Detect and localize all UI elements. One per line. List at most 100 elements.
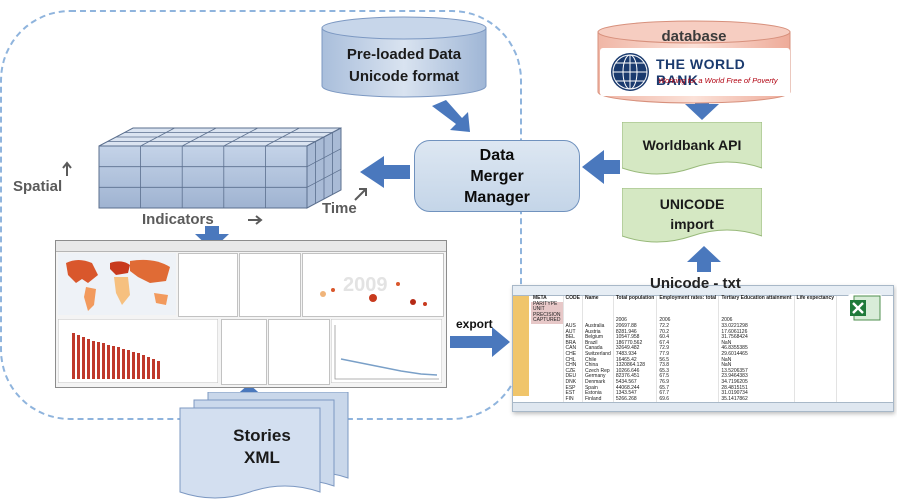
sheet-cell: [794, 318, 838, 324]
sheet-cell: 10266.646: [613, 368, 658, 375]
screenshot-toolbar: [56, 241, 446, 252]
sheet-cell: Denmark: [582, 379, 614, 386]
sheet-cell: [794, 312, 838, 319]
sheet-cell: Czech Rep: [582, 368, 614, 375]
sheet-cell: 33.0221298: [718, 323, 795, 330]
sheet-cell: Tertiary Education attainment: [718, 295, 795, 302]
sheet-cell: UNIT: [531, 307, 564, 313]
data-merger-manager: Data Merger Manager: [414, 140, 580, 212]
sheet-cell: 67.7: [656, 390, 720, 397]
sheet-cell: 5434.567: [613, 379, 658, 386]
sheet-cell: [531, 335, 564, 341]
sheet-cell: [531, 340, 564, 347]
time-arrow: [354, 188, 367, 201]
sheet-cell: 69.6: [656, 396, 720, 403]
sheet-cell: [794, 329, 838, 336]
unicode-import-label: UNICODE import: [659, 196, 725, 232]
sheet-cell: [794, 351, 838, 358]
sheet-cell: Canada: [582, 346, 614, 352]
country-list: [239, 253, 301, 317]
sheet-cell: CZE: [563, 368, 583, 375]
sheet-cell: Life expectancy: [794, 295, 838, 302]
preloaded-data-store: Pre-loaded Data Unicode format: [320, 16, 488, 98]
sheet-cell: FIN: [563, 396, 583, 403]
sheet-cell: 35.1417862: [718, 396, 795, 403]
data-cube: [98, 127, 342, 209]
sheet-cell: [563, 307, 583, 313]
time-label: Time: [322, 200, 357, 217]
stories-label: Stories XML: [233, 426, 291, 467]
sheet-cell: China: [582, 363, 614, 369]
sheet-cell: Employment rates: total: [656, 295, 720, 302]
sheet-cell: 10547.958: [613, 335, 658, 341]
worldbank-api-label: Worldbank API: [642, 137, 742, 153]
sheet-cell: NaN: [718, 357, 795, 364]
sheet-cell: 28.4815151: [718, 385, 795, 392]
worldbank-api-doc: Worldbank API: [622, 122, 762, 178]
sheet-cell: 67.5: [656, 374, 720, 380]
sheet-cell: [531, 357, 564, 364]
detail-list: [268, 319, 330, 385]
sheet-cell: [794, 301, 838, 308]
sheet-cell: 46.8355385: [718, 346, 795, 352]
bar-series: [72, 333, 160, 379]
sheet-cell: [531, 385, 564, 392]
sheet-cell: [563, 312, 583, 319]
arrow-api-to-merger: [582, 150, 620, 184]
stories-docs: [179, 392, 349, 499]
sheet-cell: [656, 307, 720, 313]
sheet-cell: 1343.547: [613, 390, 658, 397]
sheet-cell: 31.0190734: [718, 390, 795, 397]
sheet-cell: AUT: [563, 329, 583, 336]
sheet-cell: PRECISION: [531, 312, 564, 319]
spatial-arrow-up: [62, 161, 72, 176]
sheet-cell: [794, 396, 838, 403]
sheet-cell: Estonia: [582, 390, 614, 397]
sheet-cell: [794, 374, 838, 380]
export-label: export: [456, 317, 493, 331]
sheet-cell: [531, 391, 564, 397]
sheet-cell: [613, 312, 658, 319]
legend-list: [221, 319, 267, 385]
sheet-cell: 34.7196205: [718, 379, 795, 386]
sheet-cell: 76.9: [656, 379, 720, 386]
sheet-cell: Chile: [582, 357, 614, 364]
arrow-txt-to-import: [687, 246, 721, 272]
sheet-cell: [531, 379, 564, 386]
sheet-cell: [531, 363, 564, 369]
preloaded-line2: Unicode format: [348, 68, 459, 85]
sheet-cell: 20697.88: [613, 323, 658, 330]
database-label: database: [661, 28, 727, 45]
sheet-cell: [531, 351, 564, 358]
sheet-cell: 65.3: [656, 368, 720, 375]
sheet-row: UNIT: [531, 307, 838, 313]
sheet-cell: META: [531, 295, 564, 302]
sheet-cell: AUS: [563, 323, 583, 330]
worldbank-logo: THE WORLD BANK Working for a World Free …: [600, 48, 790, 96]
sheet-cell: [531, 346, 564, 352]
sheet-cell: [563, 301, 583, 308]
sheet-cell: 2006: [718, 318, 795, 324]
sheet-cell: 16465.42: [613, 357, 658, 364]
sheet-cell: Brazil: [582, 340, 614, 347]
sheet-cell: Finland: [582, 396, 614, 403]
sheet-cell: BEL: [563, 335, 583, 341]
sheet-cell: 31.7568424: [718, 335, 795, 341]
sheet-cell: Total population: [613, 295, 658, 302]
sheet-cell: Spain: [582, 385, 614, 392]
sheet-row: PARITYPE: [531, 301, 838, 308]
sheet-cell: 7483.934: [613, 351, 658, 358]
globe-icon: [611, 53, 649, 91]
sheet-cell: 67.4: [656, 340, 720, 347]
sheet-cell: 5266.268: [613, 396, 658, 403]
sheet-cell: 56.5: [656, 357, 720, 364]
sheet-cell: 8281.946: [613, 329, 658, 336]
